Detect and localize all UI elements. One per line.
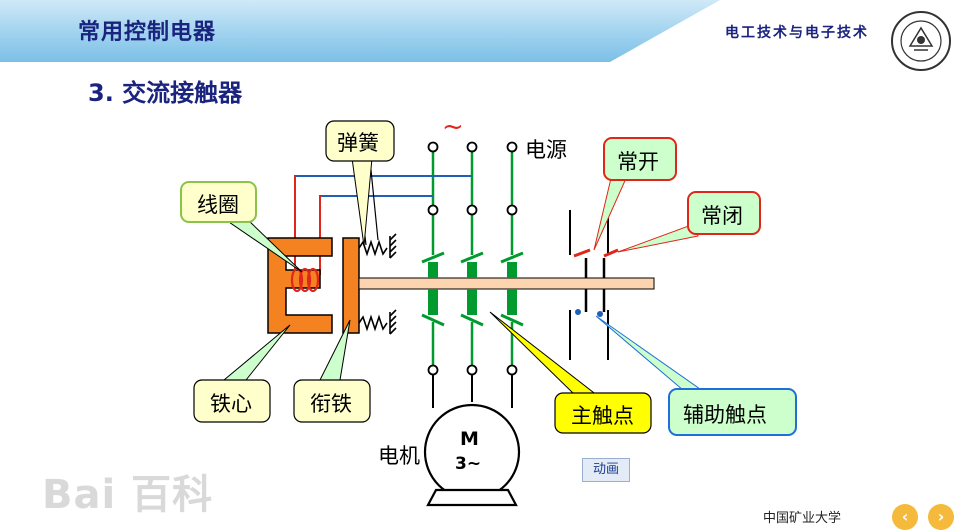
spring-label: 弹簧 [337, 131, 379, 155]
animate-button[interactable]: 动画 [582, 458, 630, 482]
slide-title: 3. 交流接触器 [88, 79, 243, 107]
iron-core-label: 铁心 [210, 392, 252, 416]
aux-contact-label: 辅助触点 [683, 403, 767, 427]
armature-label: 衔铁 [310, 392, 352, 416]
motor-shape [423, 403, 521, 507]
normally-open-label: 常开 [617, 150, 659, 174]
normally-closed-label: 常闭 [701, 204, 743, 228]
footer-university-name: 中国矿业大学 [763, 511, 842, 526]
springs [358, 233, 397, 335]
coil-label: 线圈 [197, 193, 239, 217]
prev-slide-icon[interactable]: ‹ [892, 504, 918, 530]
motor-label: 电机 [378, 444, 420, 468]
moving-rod [358, 277, 655, 290]
terminals [427, 141, 518, 376]
next-slide-icon[interactable]: › [928, 504, 954, 530]
header-right-text: 电工技术与电子技术 [725, 25, 869, 41]
university-logo-icon [891, 11, 951, 71]
motor-m-label: M [460, 428, 479, 450]
motor-phase-label: 3~ [455, 454, 482, 474]
power-label: 电源 [525, 138, 567, 162]
coil-windings [290, 267, 320, 293]
power-lines [431, 147, 514, 370]
main-contacts [421, 251, 524, 327]
armature-shape [342, 237, 360, 334]
baidu-watermark: Bai 百科 [42, 472, 214, 518]
header-title: 常用控制电器 [78, 20, 217, 45]
main-contact-label: 主触点 [571, 404, 634, 428]
ac-symbol: ~ [442, 112, 464, 142]
